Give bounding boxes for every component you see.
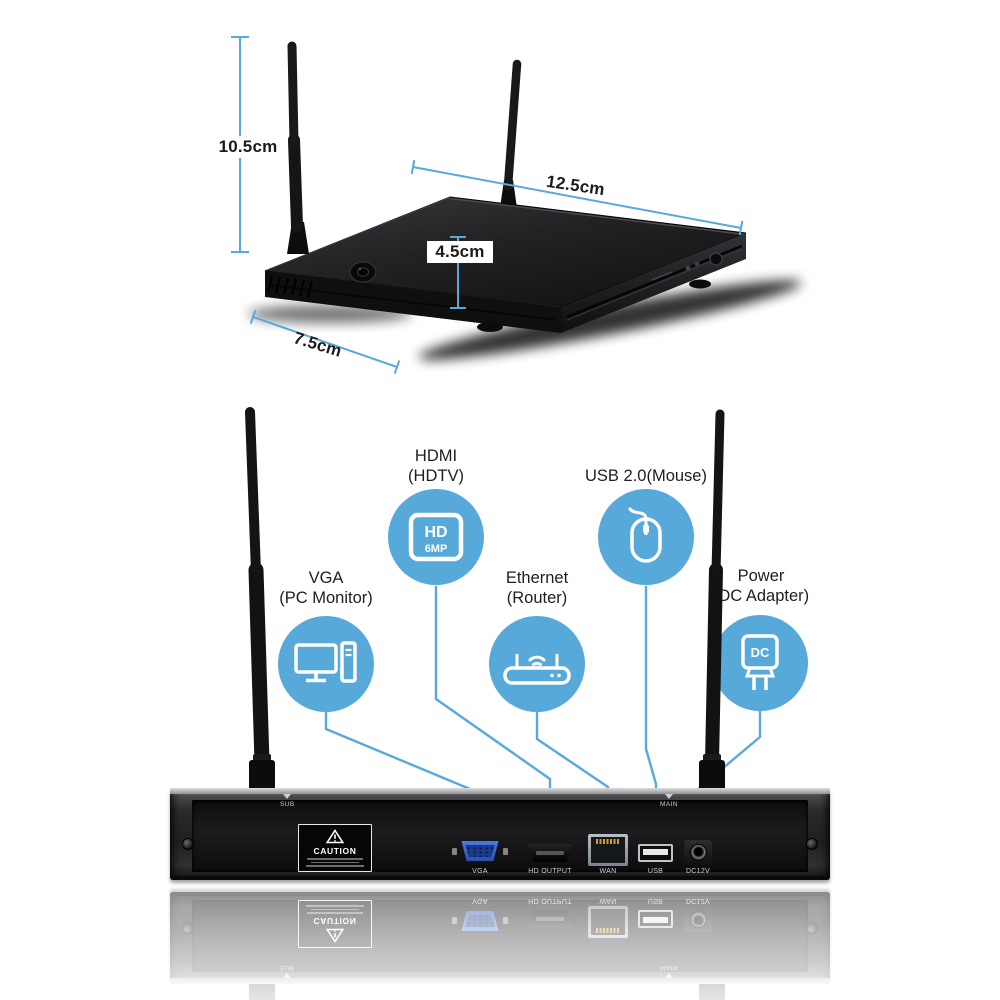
callout-hdmi-subtitle: (HDTV) [408,466,464,485]
callout-hdmi-label: HDMI (HDTV) [356,447,516,486]
vga-pin-field [465,845,495,857]
vga-connector [461,841,499,861]
device-lens-icon [349,261,377,283]
main-antenna-marking: MAIN [660,794,678,808]
rear-antennas [245,407,725,790]
rear-view-unit: SUB MAIN CAUTION [150,398,850,888]
vga-screw-post [452,847,457,855]
down-arrow-icon [283,794,292,799]
nvr-device-body [264,196,747,333]
router-icon [503,654,571,685]
callout-ethernet-label: Ethernet (Router) [457,569,617,608]
sub-label: SUB [280,801,295,808]
caution-fine-print [307,858,363,860]
callout-ethernet-subtitle: (Router) [506,588,568,607]
dc-plug-icon: DC [741,634,779,690]
dc-power-jack [684,840,712,864]
rear-antenna-right-icon [699,409,725,790]
vga-port-label: VGA [472,868,488,875]
callout-vga-label: VGA (PC Monitor) [246,569,406,608]
callout-power-bubble: DC [712,615,808,711]
main-label: MAIN [660,801,678,808]
vga-screw-post [503,847,508,855]
down-arrow-icon [664,794,673,799]
callout-usb-label: USB 2.0(Mouse) [546,467,746,487]
caution-label: CAUTION [313,846,357,856]
warning-triangle-icon [326,829,344,844]
callout-usb-bubble [598,489,694,585]
callout-ethernet-title: Ethernet [505,569,569,587]
hdmi-port-label: HD OUTPUT [528,868,572,875]
callout-power-subtitle: (DC Adapter) [712,586,810,605]
dc-barrel-hole [689,843,707,861]
callout-vga-subtitle: (PC Monitor) [279,588,373,607]
callout-vga-title: VGA [308,569,344,587]
hdmi-port [528,844,572,862]
dc-port-label: DC12V [685,868,711,875]
dimension-label-antenna-height: 10.5cm [208,136,288,158]
callout-hdmi-bubble: HD 6MP [388,489,484,585]
rear-antenna-left-icon [245,407,275,790]
usb-port-label: USB [647,868,664,875]
hd-6mp-icon: HD 6MP [408,512,464,562]
screw-icon [182,838,194,850]
callout-hdmi-title: HDMI [414,447,458,465]
rear-panel: SUB MAIN CAUTION [170,788,830,880]
device-top-view [231,36,802,374]
screw-icon [806,838,818,850]
mouse-icon [628,507,662,563]
vga-port [452,838,508,864]
hd-badge-text: HD [424,524,447,541]
front-led-icons [651,252,723,281]
callout-usb-title: USB 2.0(Mouse) [585,467,707,485]
wan-port-label: WAN [599,868,617,875]
sub-antenna-marking: SUB [280,794,295,808]
antenna-rear-icon [500,59,522,208]
monitor-icon [294,641,357,683]
callout-power-title: Power [737,567,785,585]
dimension-label-height: 4.5cm [427,241,493,263]
dc-badge-text: DC [751,645,770,660]
mp-badge-text: 6MP [425,543,448,555]
rj45-socket [591,837,625,863]
callout-ethernet-bubble [489,616,585,712]
vent-slots-icon [266,275,314,298]
callout-vga-bubble [278,616,374,712]
caution-fine-print [311,861,359,863]
caution-fine-print [306,865,364,867]
caution-sticker: CAUTION [298,824,372,872]
usb-port [638,844,673,862]
callout-power-label: Power (DC Adapter) [681,567,841,606]
antenna-front-icon [287,41,309,254]
wan-ethernet-port [588,834,628,866]
